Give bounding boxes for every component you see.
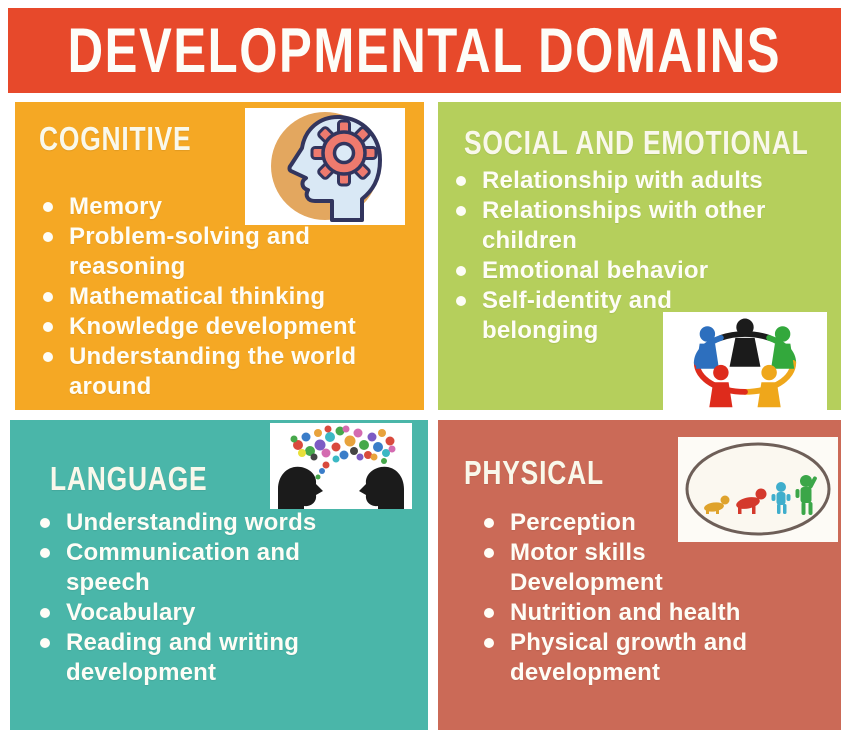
list-item-text: Understanding words	[66, 509, 317, 536]
physical-title: PHYSICAL	[464, 454, 604, 491]
bullet-dot	[40, 638, 50, 648]
list-item: Self-identity and belonging	[450, 286, 838, 346]
list-item: Relationships with other children	[450, 196, 838, 256]
bullet-dot	[456, 266, 466, 276]
list-item-text: Nutrition and health	[510, 599, 741, 626]
list-item: Mathematical thinking	[37, 282, 419, 312]
panel-cognitive: COGNITIVE	[15, 102, 424, 410]
bullet-dot	[456, 206, 466, 216]
list-item: Vocabulary	[34, 598, 424, 628]
list-item: Understanding the world around	[37, 342, 419, 402]
list-item: Perception	[478, 508, 833, 538]
list-item-text: Knowledge development	[69, 313, 356, 340]
list-item-text: Self-identity and belonging	[482, 287, 673, 344]
list-item: Nutrition and health	[478, 598, 833, 628]
list-item: Relationship with adults	[450, 166, 838, 196]
header-banner: DEVELOPMENTAL DOMAINS	[8, 8, 841, 93]
list-item-text: Communication and speech	[66, 539, 301, 596]
list-item-text: Mathematical thinking	[69, 283, 326, 310]
list-item-text: Physical growth and development	[510, 629, 748, 686]
head-gear-icon	[245, 108, 405, 225]
cognitive-title: COGNITIVE	[39, 120, 192, 157]
list-item: Emotional behavior	[450, 256, 838, 286]
bullet-dot	[43, 322, 53, 332]
bullet-dot	[43, 232, 53, 242]
panel-social-emotional: SOCIAL AND EMOTIONAL	[438, 102, 841, 410]
list-item-text: Understanding the world around	[69, 343, 357, 400]
list-item: Knowledge development	[37, 312, 419, 342]
list-item-text: Relationships with other children	[482, 197, 766, 254]
bullet-dot	[40, 608, 50, 618]
list-item: Problem-solving and reasoning	[37, 222, 419, 282]
bullet-dot	[456, 176, 466, 186]
list-item: Motor skills Development	[478, 538, 833, 598]
list-item: Memory	[37, 192, 419, 222]
social-title: SOCIAL AND EMOTIONAL	[464, 124, 809, 161]
list-item-text: Problem-solving and reasoning	[69, 223, 311, 280]
bullet-dot	[484, 638, 494, 648]
list-item-text: Vocabulary	[66, 599, 196, 626]
list-item-text: Motor skills Development	[510, 539, 663, 596]
list-item-text: Perception	[510, 509, 637, 536]
bullet-dot	[43, 352, 53, 362]
list-item: Reading and writing development	[34, 628, 424, 688]
bullet-dot	[43, 292, 53, 302]
bullet-dot	[484, 518, 494, 528]
page-title: DEVELOPMENTAL DOMAINS	[67, 15, 782, 86]
panel-physical: PHYSICAL	[438, 420, 841, 730]
bullet-dot	[40, 548, 50, 558]
list-item: Understanding words	[34, 508, 424, 538]
list-item-text: Reading and writing development	[66, 629, 300, 686]
bullet-dot	[456, 296, 466, 306]
talking-heads-word-cloud-icon	[270, 423, 412, 509]
panel-language: LANGUAGE	[10, 420, 428, 730]
list-item-text: Relationship with adults	[482, 167, 763, 194]
language-title: LANGUAGE	[50, 460, 208, 497]
list-item-text: Memory	[69, 193, 163, 220]
list-item: Physical growth and development	[478, 628, 833, 688]
bullet-dot	[43, 202, 53, 212]
list-item-text: Emotional behavior	[482, 257, 709, 284]
bullet-dot	[40, 518, 50, 528]
children-holding-hands-icon	[663, 312, 827, 410]
list-item: Communication and speech	[34, 538, 424, 598]
baby-growth-stages-icon	[678, 437, 838, 542]
bullet-dot	[484, 608, 494, 618]
bullet-dot	[484, 548, 494, 558]
